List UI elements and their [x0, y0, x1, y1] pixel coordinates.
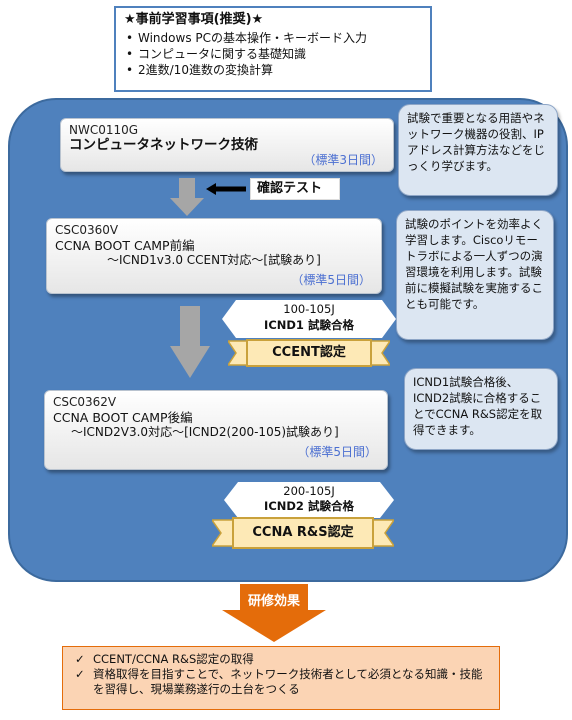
note-callout-2: 試験のポイントを効率よく学習します。Ciscoリモートラボによる一人ずつの演習環…: [396, 210, 554, 340]
result-item: ✓ CCENT/CCNA R&S認定の取得: [73, 652, 489, 667]
cert-badge-ccent: CCENT認定: [228, 338, 390, 368]
note-callout-3: ICND1試験合格後、ICND2試験に合格することでCCNA R&S認定を取得で…: [404, 368, 558, 450]
down-arrow-icon: [170, 306, 210, 378]
exam-ribbon-icnd2: 200-105J ICND2 試験合格: [224, 482, 394, 518]
prerequisites-title: ★事前学習事項(推奨)★: [124, 12, 264, 27]
course-subtitle: ～ICND1v3.0 CCENT対応～[試験あり]: [107, 253, 321, 267]
cert-name: CCENT認定: [246, 339, 372, 367]
exam-ribbon-icnd1: 100-105J ICND1 試験合格: [222, 300, 396, 338]
course-card-csc0360v: CSC0360V CCNA BOOT CAMP前編 ～ICND1v3.0 CCE…: [46, 218, 382, 294]
course-duration: （標準3日間）: [303, 153, 383, 167]
results-list: ✓ CCENT/CCNA R&S認定の取得 ✓ 資格取得を目指すことで、ネットワ…: [73, 652, 489, 697]
check-icon: ✓: [75, 667, 85, 681]
result-text: CCENT/CCNA R&S認定の取得: [93, 652, 254, 666]
result-item: ✓ 資格取得を目指すことで、ネットワーク技術者として必須となる知識・技能を習得し…: [73, 667, 489, 697]
down-arrow-icon: [170, 178, 204, 218]
cert-name: CCNA R&S認定: [232, 517, 374, 549]
course-card-csc0362v: CSC0362V CCNA BOOT CAMP後編 ～ICND2V3.0対応～[…: [44, 390, 388, 470]
course-code: CSC0360V: [55, 223, 119, 237]
exam-result: ICND1 試験合格: [236, 318, 382, 333]
course-duration: （標準5日間）: [291, 273, 371, 287]
results-box: ✓ CCENT/CCNA R&S認定の取得 ✓ 資格取得を目指すことで、ネットワ…: [62, 646, 500, 710]
note-callout-1: 試験で重要となる用語やネットワーク機器の役割、IPアドレス計算方法などをじっくり…: [398, 104, 558, 196]
prerequisite-item: コンピュータに関する基礎知識: [124, 46, 422, 62]
prerequisites-list: Windows PCの基本操作・キーボード入力 コンピュータに関する基礎知識 2…: [124, 30, 422, 78]
exam-code: 100-105J: [236, 302, 382, 317]
course-code: CSC0362V: [53, 395, 117, 409]
effect-arrow-icon: 研修効果: [222, 584, 326, 642]
prerequisite-item: 2進数/10進数の変換計算: [124, 62, 422, 78]
course-name: CCNA BOOT CAMP後編: [53, 410, 193, 425]
course-duration: （標準5日間）: [297, 445, 377, 459]
exam-code: 200-105J: [238, 484, 380, 499]
prerequisites-box: ★事前学習事項(推奨)★ Windows PCの基本操作・キーボード入力 コンピ…: [114, 6, 432, 92]
effect-label: 研修効果: [247, 594, 300, 609]
course-code: NWC0110G: [69, 123, 139, 137]
left-arrow-icon: [206, 180, 246, 195]
result-text: 資格取得を目指すことで、ネットワーク技術者として必須となる知識・技能を習得し、現…: [93, 667, 483, 696]
check-icon: ✓: [75, 652, 85, 666]
exam-result: ICND2 試験合格: [238, 499, 380, 514]
course-name: コンピュータネットワーク技術: [69, 137, 258, 153]
cert-badge-ccna-rs: CCNA R&S認定: [212, 516, 394, 550]
course-card-nwc0110g: NWC0110G コンピュータネットワーク技術 （標準3日間）: [60, 118, 394, 172]
prerequisite-item: Windows PCの基本操作・キーボード入力: [124, 30, 422, 46]
course-subtitle: ～ICND2V3.0対応～[ICND2(200-105)試験あり]: [71, 425, 339, 439]
confirm-test-label: 確認テスト: [250, 178, 340, 200]
course-name: CCNA BOOT CAMP前編: [55, 238, 195, 253]
